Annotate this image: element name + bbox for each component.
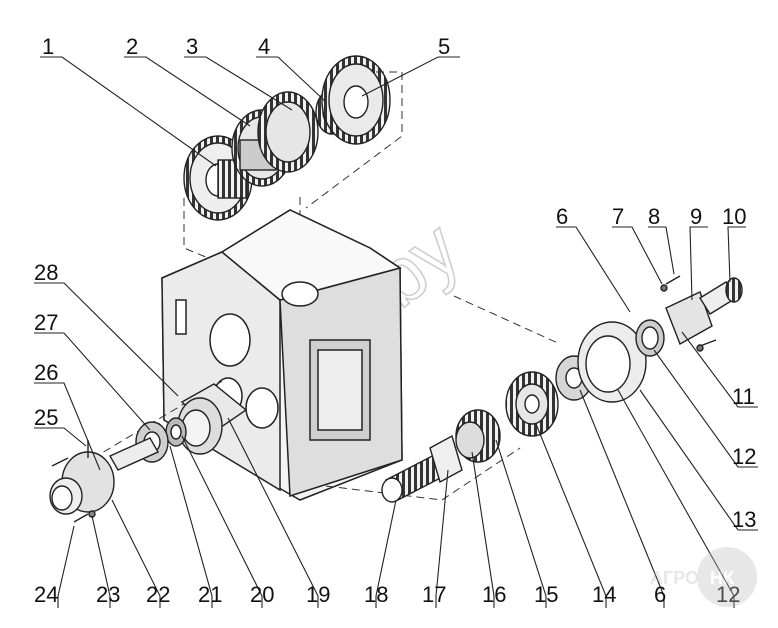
- left-shaft-assembly: [49, 383, 248, 523]
- callout-label: 22: [146, 582, 170, 607]
- callout-label: 10: [722, 204, 746, 229]
- callout-label: 9: [690, 204, 702, 229]
- callout-label: 26: [34, 360, 58, 385]
- callout-label: 27: [34, 310, 58, 335]
- callout-label: 25: [34, 405, 58, 430]
- right-shaft-assembly: [381, 275, 743, 503]
- callout-label: 8: [648, 204, 660, 229]
- callout-label: 4: [258, 34, 270, 59]
- logo-text-left: АГРО: [650, 568, 699, 588]
- callout-label: 24: [34, 582, 58, 607]
- top-gear-cluster: [183, 55, 391, 221]
- callout-label: 17: [422, 582, 446, 607]
- callout-label: 3: [186, 34, 198, 59]
- callout-label: 12: [732, 444, 756, 469]
- callout-label: 18: [364, 582, 388, 607]
- callout-label: 6: [654, 582, 666, 607]
- callout-numbers: 1 2 3 4 5 6 7 8 9 10 11 12 13 28 27 26 2…: [34, 34, 756, 607]
- logo-circle-icon: [697, 547, 757, 607]
- callout-label: 1: [42, 34, 54, 59]
- leader-lines: [34, 56, 758, 608]
- callout-label: 6: [556, 204, 568, 229]
- callout-label: 21: [198, 582, 222, 607]
- top-dashed-axes: [183, 71, 403, 263]
- callout-label: 15: [534, 582, 558, 607]
- callout-label: 28: [34, 260, 58, 285]
- logo-text-right: НК: [710, 568, 735, 588]
- callout-label: 5: [438, 34, 450, 59]
- callout-label: 11: [732, 384, 755, 409]
- callout-label: 2: [126, 34, 138, 59]
- callout-label: 12: [716, 582, 740, 607]
- agro-logo: АГРО НК: [650, 547, 757, 607]
- callout-label: 19: [306, 582, 330, 607]
- callout-label: 13: [732, 507, 756, 532]
- callout-label: 16: [482, 582, 506, 607]
- callout-label: 14: [592, 582, 616, 607]
- callout-label: 20: [250, 582, 274, 607]
- callout-label: 23: [96, 582, 120, 607]
- callout-label: 7: [612, 204, 624, 229]
